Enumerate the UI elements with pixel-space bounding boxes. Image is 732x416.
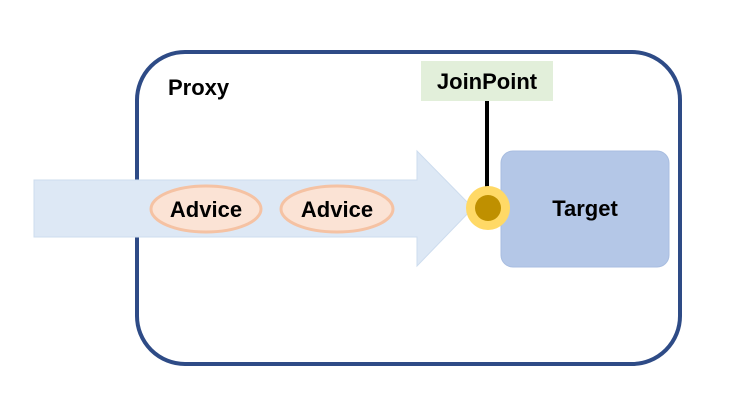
advice-1: Advice: [149, 184, 263, 234]
proxy-label: Proxy: [168, 75, 230, 100]
advice-2: Advice: [279, 184, 395, 234]
joinpoint-label-box: [421, 61, 553, 101]
advice-2-ellipse: [279, 184, 395, 234]
advice-2-label: Advice: [301, 197, 373, 222]
target-label: Target: [552, 196, 618, 221]
advice-1-label: Advice: [170, 197, 242, 222]
advice-1-ellipse: [149, 184, 263, 234]
joinpoint-marker: [466, 186, 510, 230]
joinpoint-label: JoinPoint: [437, 69, 538, 94]
joinpoint-marker-inner: [475, 195, 501, 221]
